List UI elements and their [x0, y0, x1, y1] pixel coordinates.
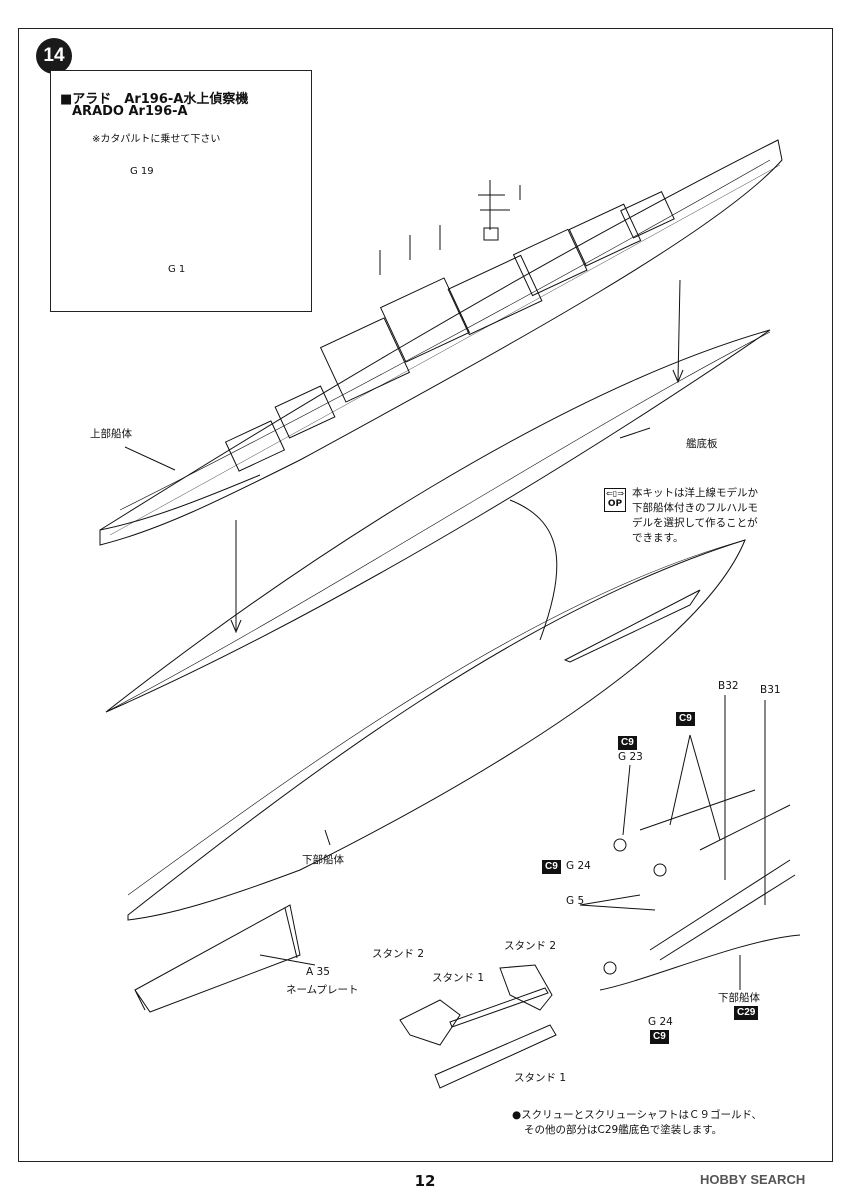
label-stand2-left: スタンド 2 [372, 948, 425, 960]
label-upper-hull: 上部船体 [90, 428, 132, 440]
option-text-line: 本キットは洋上線モデルか [632, 487, 758, 499]
label-keel-plate: 艦底板 [686, 438, 718, 450]
stand-left [399, 999, 461, 1046]
label-stand2-right: スタンド 2 [504, 940, 557, 952]
label-stand1-top: スタンド 1 [432, 972, 485, 984]
option-icon-top: ⇐▯⇒ [606, 489, 624, 498]
label-stand1-bottom: スタンド 1 [514, 1072, 567, 1084]
lower-hull-outline [127, 539, 746, 921]
label-lower-hull: 下部船体 [302, 854, 344, 866]
page-frame [18, 28, 833, 1162]
upper-hull-outline [99, 139, 783, 546]
option-text-line: できます。 [632, 532, 684, 544]
badge-c29: C29 [734, 1006, 759, 1020]
name-plate-outline [134, 904, 301, 1013]
stand-bar-bottom [434, 1024, 557, 1089]
option-text: 本キットは洋上線モデルか 下部船体付きのフルハルモ デルを選択して作ることが で… [632, 486, 758, 546]
label-g19: G 19 [130, 166, 154, 177]
arrow-keel [677, 279, 681, 381]
stand-right [499, 964, 553, 1011]
label-a35: A 35 [306, 966, 330, 978]
option-icon: ⇐▯⇒ OP [604, 488, 626, 512]
label-lower-hull-right: 下部船体 [718, 992, 760, 1004]
label-b31: B31 [760, 684, 781, 696]
watermark: HOBBY SEARCH [700, 1172, 806, 1187]
option-text-line: デルを選択して作ることが [632, 517, 758, 529]
label-name-plate: ネームプレート [286, 984, 359, 996]
inset-note: ※カタパルトに乗せて下さい [92, 134, 221, 145]
label-g23: G 23 [618, 751, 643, 763]
option-text-line: 下部船体付きのフルハルモ [632, 502, 758, 514]
label-g24-top: G 24 [566, 860, 591, 872]
label-b32: B32 [718, 680, 739, 692]
badge-c9-a: C9 [676, 712, 695, 726]
paint-note-line: ●スクリューとスクリューシャフトはＣ９ゴールド、 [512, 1109, 763, 1121]
option-icon-bottom: OP [607, 499, 623, 509]
paint-note: ●スクリューとスクリューシャフトはＣ９ゴールド、 その他の部分はC29艦底色で塗… [512, 1108, 762, 1138]
badge-c9-b: C9 [618, 736, 637, 750]
badge-c9-d: C9 [650, 1030, 669, 1044]
inset-title-en: ARADO Ar196-A [72, 104, 188, 119]
label-g1: G 1 [168, 264, 186, 275]
aircraft-inset [50, 70, 312, 312]
keel-plate-outline [105, 329, 771, 713]
inset-title-jp: ■アラド Ar196-A水上偵察機 [60, 92, 249, 107]
stand-bar-top [449, 987, 549, 1028]
label-g5: G 5 [566, 895, 585, 907]
paint-note-line: その他の部分はC29艦底色で塗装します。 [524, 1124, 723, 1136]
page-number: 12 [414, 1172, 436, 1190]
step-number-badge: 14 [36, 38, 72, 74]
label-g24-bottom: G 24 [648, 1016, 673, 1028]
badge-c9-c: C9 [542, 860, 561, 874]
